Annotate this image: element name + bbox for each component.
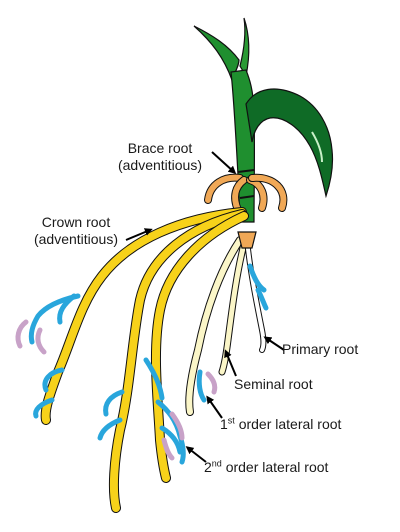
second-order-number: 2 [204, 459, 212, 475]
brace-root-arrow [211, 151, 237, 175]
second-order-arrow [185, 446, 207, 463]
first-order-text: order lateral root [234, 416, 342, 432]
crown-roots [40, 207, 249, 513]
crown-root-label: Crown root (adventitious) [24, 214, 128, 248]
curved-leaf [245, 88, 334, 199]
stem-node-lower [239, 195, 255, 199]
brace-roots [204, 173, 288, 214]
brace-root-label-line2: (adventitious) [117, 157, 203, 173]
second-order-lateral-roots [15, 319, 218, 461]
curved-leaf-highlight [311, 131, 323, 163]
label-arrows [125, 151, 285, 463]
seminal-root-label: Seminal root [234, 376, 313, 392]
first-order-arrow [206, 395, 223, 419]
brace-root-label: Brace root (adventitious) [110, 140, 210, 174]
primary-root-label: Primary root [282, 341, 359, 357]
crown-root-label-line1: Crown root [41, 214, 111, 230]
crown-root-arrow [125, 228, 153, 241]
first-order-suffix: st [227, 415, 235, 426]
upper-leaf-tip [239, 17, 250, 78]
second-order-suffix: nd [211, 458, 222, 469]
seminal-root-arrow [224, 349, 237, 377]
brace-root-label-line1: Brace root [127, 140, 193, 156]
second-order-text: order lateral root [221, 459, 329, 475]
primary-root-arrow [263, 336, 285, 351]
first-order-lateral-root-label: 1st order lateral root [220, 416, 341, 433]
first-order-number: 1 [220, 416, 228, 432]
upper-leaf [193, 25, 240, 82]
seed [237, 231, 257, 249]
shoot [193, 17, 334, 223]
second-order-lateral-root-label: 2nd order lateral root [204, 459, 328, 476]
crown-root-label-line2: (adventitious) [33, 231, 119, 247]
seminal-roots [185, 236, 248, 416]
stem-node-upper [237, 169, 255, 173]
